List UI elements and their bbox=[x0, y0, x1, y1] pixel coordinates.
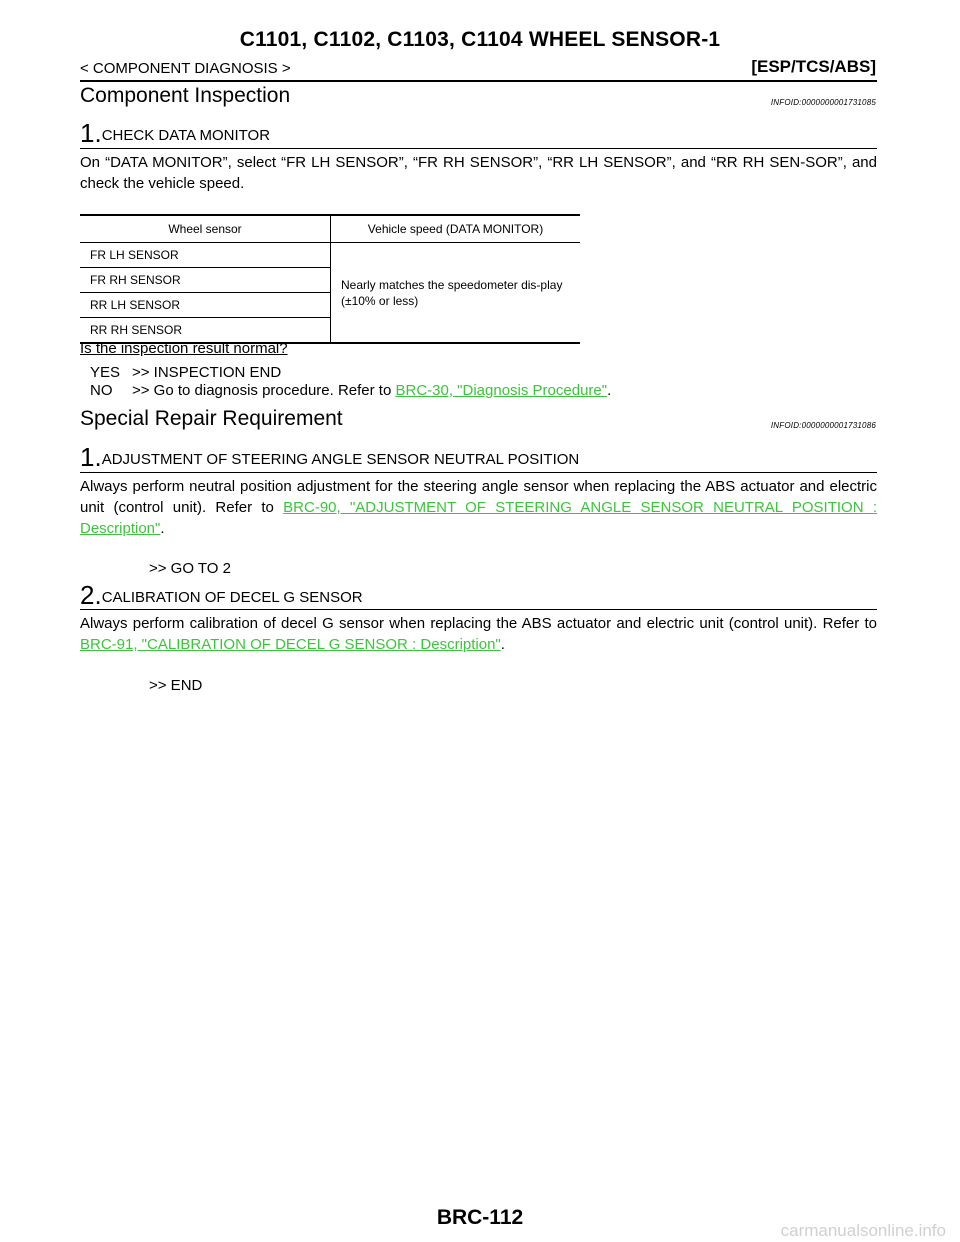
step-text: Always perform calibration of decel G se… bbox=[80, 615, 877, 632]
step-heading: 1. CHECK DATA MONITOR bbox=[80, 114, 270, 146]
table-row: RR RH SENSOR bbox=[80, 317, 580, 344]
punctuation: . bbox=[160, 520, 165, 537]
page-title: C1101, C1102, C1103, C1104 WHEEL SENSOR-… bbox=[239, 28, 721, 51]
table-cell-sensor: FR RH SENSOR bbox=[80, 267, 331, 293]
table-header-row: Wheel sensor Vehicle speed (DATA MONITOR… bbox=[80, 215, 580, 243]
step-divider bbox=[80, 609, 877, 610]
step-description: Always perform calibration of decel G se… bbox=[80, 613, 877, 655]
step-divider bbox=[80, 472, 877, 473]
table-cell-sensor: RR RH SENSOR bbox=[80, 317, 331, 344]
punctuation: . bbox=[500, 636, 505, 653]
end-instruction: >> END bbox=[149, 677, 203, 694]
system-label: [ESP/TCS/ABS] bbox=[751, 57, 876, 76]
section-title-component-inspection: Component Inspection bbox=[80, 84, 291, 107]
answer-yes: YES >> INSPECTION END bbox=[90, 364, 281, 382]
step-number: 1. bbox=[80, 118, 102, 148]
table-row: FR LH SENSOR Nearly matches the speedome… bbox=[80, 242, 580, 344]
step-title: ADJUSTMENT OF STEERING ANGLE SENSOR NEUT… bbox=[101, 451, 580, 468]
step-description: Always perform neutral position adjustme… bbox=[80, 476, 877, 539]
punctuation: . bbox=[607, 382, 612, 399]
table-cell-vehicle-speed: Nearly matches the speedometer dis-play … bbox=[330, 242, 580, 344]
table-header-wheel-sensor: Wheel sensor bbox=[80, 215, 331, 243]
step-title: CALIBRATION OF DECEL G SENSOR bbox=[101, 589, 363, 606]
header-divider bbox=[80, 80, 877, 82]
breadcrumb: < COMPONENT DIAGNOSIS > bbox=[80, 60, 291, 77]
wheel-sensor-table: Wheel sensor Vehicle speed (DATA MONITOR… bbox=[80, 214, 580, 344]
table-cell-sensor: RR LH SENSOR bbox=[80, 292, 331, 318]
page-number: BRC-112 bbox=[436, 1206, 524, 1229]
diagnosis-procedure-link[interactable]: BRC-30, "Diagnosis Procedure" bbox=[395, 382, 608, 399]
step-text: Always perform neutral position adjustme… bbox=[80, 478, 877, 516]
answer-text: >> Go to diagnosis procedure. Refer to bbox=[132, 382, 396, 399]
step-number: 2. bbox=[80, 580, 102, 610]
inspection-question: Is the inspection result normal? bbox=[80, 340, 288, 357]
step-number: 1. bbox=[80, 442, 102, 472]
table-header-vehicle-speed: Vehicle speed (DATA MONITOR) bbox=[330, 215, 580, 243]
info-id: INFOID:0000000001731086 bbox=[770, 421, 876, 430]
answer-no: NO >> Go to diagnosis procedure. Refer to… bbox=[90, 382, 611, 400]
step-divider bbox=[80, 148, 877, 149]
table-row: RR LH SENSOR bbox=[80, 292, 580, 318]
step-description: On “DATA MONITOR”, select “FR LH SENSOR”… bbox=[80, 154, 877, 192]
watermark: carmanualsonline.info bbox=[780, 1221, 946, 1240]
answer-label: YES bbox=[90, 364, 121, 381]
go-to-instruction: >> GO TO 2 bbox=[149, 560, 231, 577]
decel-g-sensor-link[interactable]: BRC-91, "CALIBRATION OF DECEL G SENSOR :… bbox=[80, 636, 501, 653]
section-title-special-repair: Special Repair Requirement bbox=[80, 407, 343, 430]
step-title: CHECK DATA MONITOR bbox=[101, 127, 271, 144]
info-id: INFOID:0000000001731085 bbox=[770, 98, 876, 107]
answer-text: >> INSPECTION END bbox=[132, 364, 282, 381]
step-heading: 2. CALIBRATION OF DECEL G SENSOR bbox=[80, 576, 363, 608]
steering-angle-link[interactable]: BRC-90, "ADJUSTMENT OF STEERING ANGLE SE… bbox=[80, 499, 877, 537]
step-heading: 1. ADJUSTMENT OF STEERING ANGLE SENSOR N… bbox=[80, 438, 579, 470]
table-cell-sensor: FR LH SENSOR bbox=[80, 242, 331, 268]
answer-label: NO bbox=[90, 382, 113, 399]
table-row: FR RH SENSOR bbox=[80, 267, 580, 293]
